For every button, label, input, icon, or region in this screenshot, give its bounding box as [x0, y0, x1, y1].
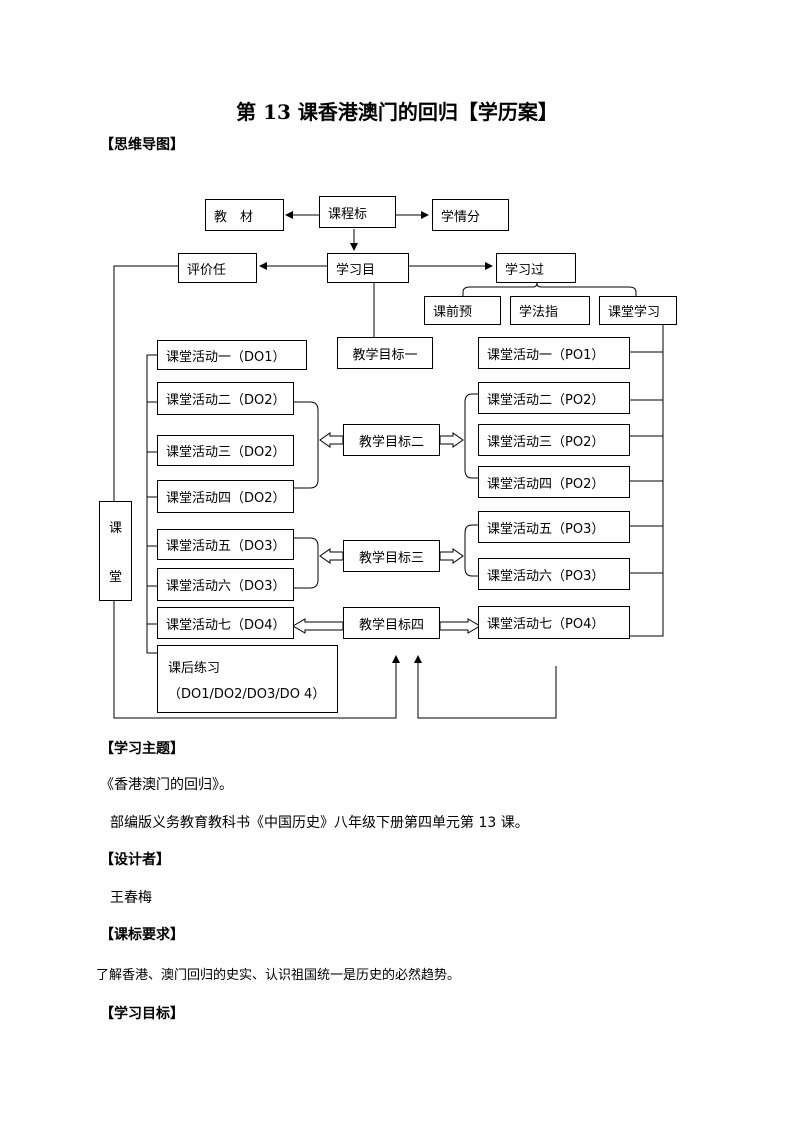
node-kechengbiao: 课程标 — [319, 196, 396, 228]
left-activity-6: 课堂活动六（DO3） — [157, 568, 294, 601]
left-activity-7: 课堂活动七（DO4） — [157, 607, 294, 639]
section-goals: 【学习目标】 — [100, 1006, 184, 1022]
left-activity-1: 课堂活动一（DO1） — [157, 340, 307, 370]
node-mubiao2: 教学目标二 — [343, 424, 440, 456]
left-activity-2: 课堂活动二（DO2） — [157, 382, 294, 415]
node-xuexiguo: 学习过 — [496, 253, 576, 283]
right-activity-5: 课堂活动五（PO3） — [478, 511, 630, 543]
node-xueqingfen: 学情分 — [432, 199, 509, 231]
node-jiaocai: 教 材 — [205, 199, 284, 231]
theme-line-2: 部编版义务教育教科书《中国历史》八年级下册第四单元第 13 课。 — [110, 815, 529, 831]
section-mindmap: 【思维导图】 — [100, 137, 184, 153]
node-ketangxuexi: 课堂学习 — [599, 296, 677, 325]
node-ketang-vertical: 课 堂 — [99, 501, 132, 601]
left-activity-4: 课堂活动四（DO2） — [157, 480, 294, 513]
section-standard: 【课标要求】 — [100, 927, 184, 943]
right-activity-4: 课堂活动四（PO2） — [478, 466, 630, 498]
designer-name: 王春梅 — [110, 890, 152, 906]
page-title: 第 13 课香港澳门的回归【学历案】 — [236, 100, 558, 124]
right-activity-7: 课堂活动七（PO4） — [478, 606, 630, 639]
node-homework: 课后练习 （DO1/DO2/DO3/DO 4） — [157, 645, 338, 713]
node-keqianyu: 课前预 — [424, 296, 501, 325]
right-activity-6: 课堂活动六（PO3） — [478, 558, 630, 590]
node-mubiao1: 教学目标一 — [337, 337, 433, 369]
section-theme: 【学习主题】 — [100, 741, 184, 757]
node-mubiao4: 教学目标四 — [343, 607, 440, 639]
right-activity-1: 课堂活动一（PO1） — [478, 337, 630, 369]
right-activity-3: 课堂活动三（PO2） — [478, 424, 630, 456]
left-activity-5: 课堂活动五（DO3） — [157, 529, 294, 560]
ketang-char-2: 堂 — [108, 570, 122, 585]
standard-text: 了解香港、澳门回归的史实、认识祖国统一是历史的必然趋势。 — [96, 968, 461, 983]
node-mubiao3: 教学目标三 — [343, 540, 440, 572]
homework-line-2: （DO1/DO2/DO3/DO 4） — [168, 687, 326, 702]
ketang-char-1: 课 — [108, 521, 122, 536]
section-designer: 【设计者】 — [100, 852, 170, 868]
node-xuexímu: 学习目 — [327, 253, 409, 283]
node-xuefazhi: 学法指 — [510, 296, 590, 325]
homework-line-1: 课后练习 — [168, 661, 221, 676]
theme-line-1: 《香港澳门的回归》。 — [100, 777, 233, 793]
node-pingjiaren: 评价任 — [178, 253, 257, 283]
left-activity-3: 课堂活动三（DO2） — [157, 435, 294, 466]
right-activity-2: 课堂活动二（PO2） — [478, 382, 630, 414]
